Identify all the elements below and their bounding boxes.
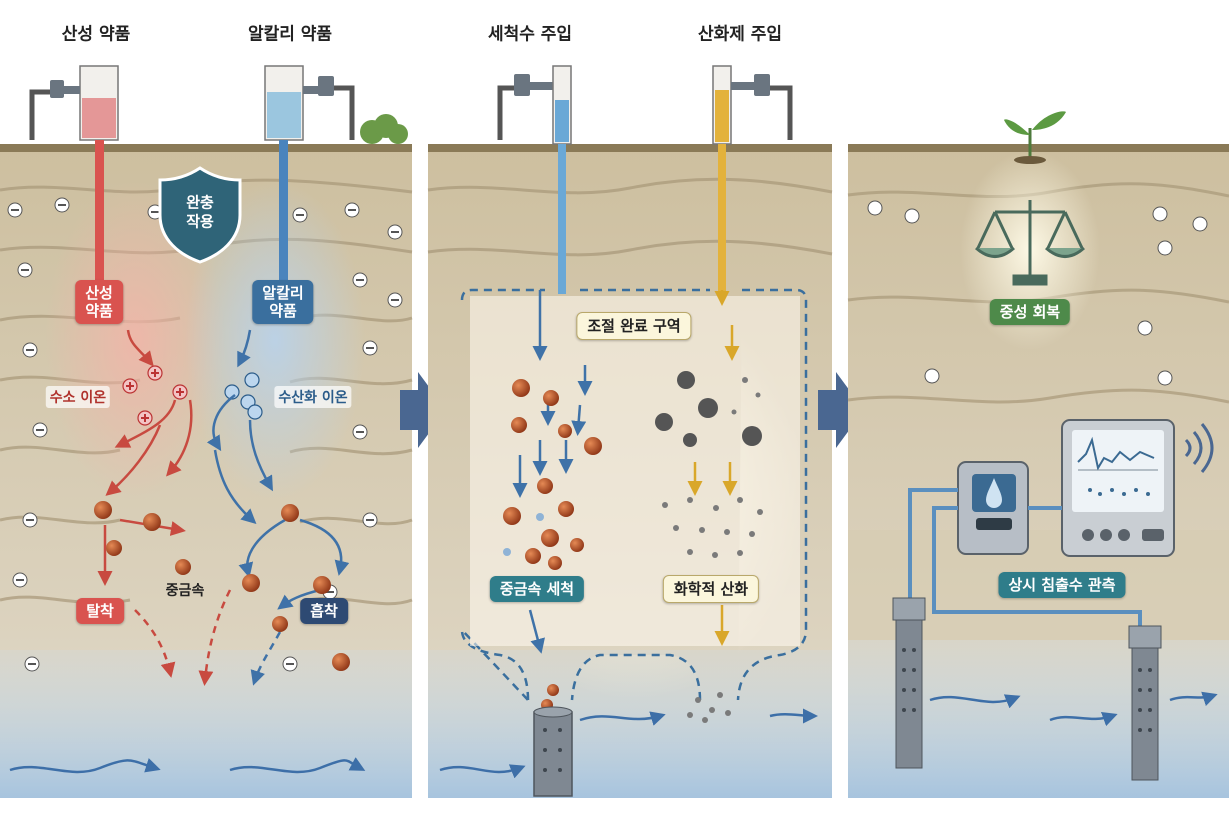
header-acid-chemical: 산성 약품 (61, 24, 131, 45)
alkali-injector (264, 65, 355, 290)
neutral-recovery-label: 중성 회복 (989, 299, 1071, 325)
balance-scale-icon (975, 200, 1085, 286)
adjusted-zone-label: 조절 완료 구역 (576, 312, 692, 340)
oxidant-injector (712, 65, 793, 294)
water-drop-icon (986, 478, 1002, 508)
hydroxide-ion-label: 수산화 이온 (274, 386, 352, 408)
heavy-metal-particles-washing (503, 379, 602, 722)
oxidant-spiky-particles (655, 371, 762, 447)
acid-chemical-tag: 산성 약품 (75, 280, 123, 324)
header-washing-water: 세척수 주입 (487, 24, 573, 45)
monitor-icon (1061, 419, 1175, 557)
monitoring-well-right (1128, 625, 1162, 781)
hydrogen-ion-label: 수소 이온 (45, 386, 111, 408)
chemical-oxidation-label: 화학적 산화 (662, 575, 760, 603)
signal-icon (1184, 423, 1214, 473)
acid-injector (29, 65, 119, 290)
leachate-monitoring-label: 상시 침출수 관측 (998, 572, 1126, 598)
buffer-action-label: 완충 작용 (186, 193, 214, 230)
monitoring-well-left (892, 597, 926, 769)
header-alkali-chemical: 알칼리 약품 (247, 24, 333, 45)
water-level-sensor (957, 461, 1029, 555)
heavy-metal-washing-label: 중금속 세척 (489, 576, 585, 602)
heavy-metal-label: 중금속 (165, 583, 205, 599)
alkali-chemical-tag: 알칼리 약품 (252, 280, 314, 324)
header-oxidant: 산화제 주입 (697, 24, 783, 45)
hydroxide-ions (224, 372, 263, 420)
shrub-icon (360, 114, 408, 144)
desorption-tag: 탈착 (76, 598, 124, 624)
heavy-metal-particles (94, 501, 350, 671)
shield-icon (158, 166, 242, 264)
panel-neutralization (0, 65, 413, 798)
sprout-icon (1004, 111, 1066, 164)
arrow-right-icon (400, 372, 446, 448)
adsorption-tag: 흡착 (300, 598, 348, 624)
panel-treatment (427, 65, 833, 798)
arrow-right-icon-2 (818, 372, 864, 448)
extraction-well (533, 706, 573, 797)
washing-injector (497, 65, 572, 294)
